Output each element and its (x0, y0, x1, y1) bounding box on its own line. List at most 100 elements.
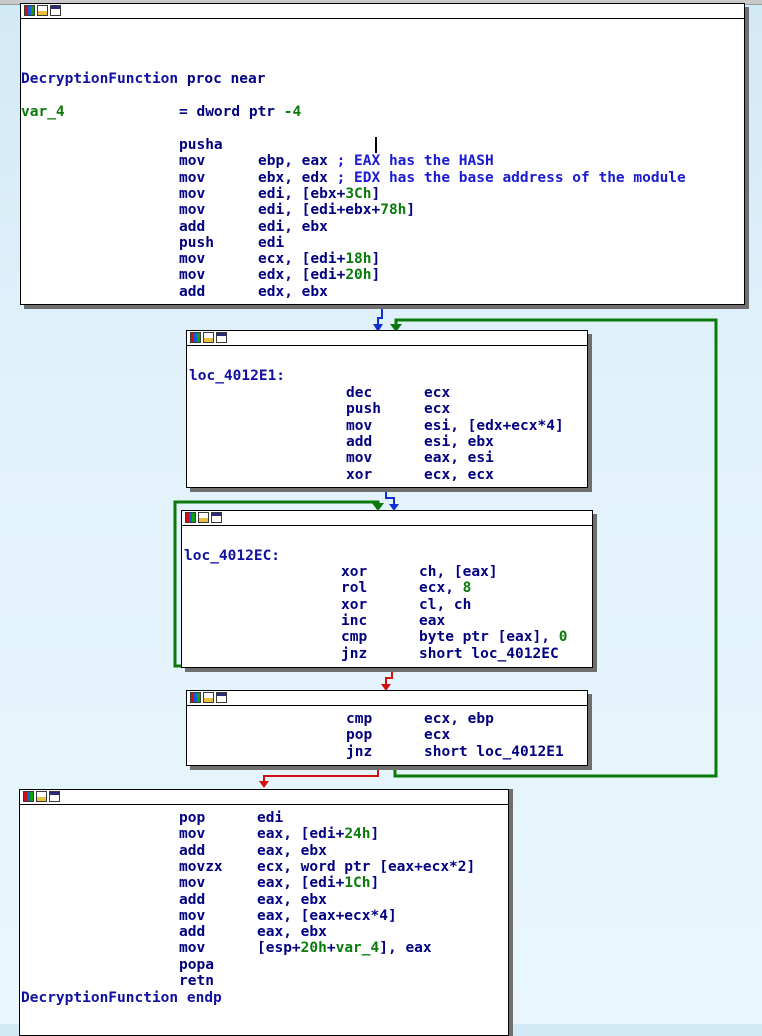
edit-color-icon[interactable] (37, 5, 48, 16)
operand-text: ecx, (419, 580, 463, 597)
text-view-icon[interactable] (216, 332, 227, 343)
operand-tail: ] (406, 202, 416, 219)
text-view-icon[interactable] (50, 5, 61, 16)
operand-text: ebx, edx (258, 169, 328, 186)
instruction-mnemonic: mov (179, 169, 206, 186)
operand-text: esi, [edx+ecx*4] (424, 417, 564, 434)
header-icons (190, 332, 227, 343)
operand-text: byte ptr [eax], (419, 629, 559, 646)
var-name[interactable]: var_4 (21, 104, 65, 120)
instruction-operands: short loc_4012EC (419, 646, 559, 662)
edge-b3-b4-arrow (381, 684, 391, 691)
block-header (182, 511, 592, 526)
instruction-mnemonic: mov (179, 202, 206, 219)
instruction-operands: edi (257, 810, 283, 826)
block-header (20, 790, 508, 805)
instruction-operands: edx, [edi+20h] (258, 267, 380, 283)
operand-hex: 18h (345, 251, 372, 268)
edit-color-icon[interactable] (203, 332, 214, 343)
block-label[interactable]: loc_4012E1: (189, 368, 286, 384)
var-offset: -4 (283, 104, 302, 120)
instruction-mnemonic: mov (346, 417, 373, 434)
instruction-operands: ecx, ecx (424, 467, 494, 483)
var-declaration: var_4 (21, 104, 65, 120)
graph-overview-icon[interactable] (190, 332, 201, 343)
operand-text: short loc_4012EC (419, 645, 559, 662)
instruction-mnemonic: pop (179, 810, 206, 826)
graph-overview-icon[interactable] (23, 791, 34, 802)
block-label[interactable]: loc_4012EC: (184, 548, 281, 564)
graph-overview-icon[interactable] (185, 512, 196, 523)
instruction-mnemonic: mov (346, 450, 373, 467)
edit-color-icon[interactable] (36, 791, 47, 802)
instruction-mnemonic: add (179, 283, 206, 300)
operand-text: ecx, [edi+ (258, 251, 346, 268)
operand-text: eax, esi (424, 450, 494, 467)
proc-name[interactable]: DecryptionFunction (21, 71, 179, 87)
instruction-operands: edi, [edi+ebx+78h] (258, 202, 415, 218)
instruction-mnemonic: movzx (179, 858, 223, 875)
edge-b4-b2-arrow (390, 324, 402, 332)
operand-hex: 0 (558, 629, 568, 646)
operand-text: eax, [edi+ (257, 826, 345, 843)
operand-hex: 3Ch (345, 185, 372, 202)
operand-text: edx, [edi+ (258, 267, 346, 284)
operand-tail: + (326, 940, 336, 957)
operand-hex: 1Ch (344, 875, 371, 892)
instruction-operands: edi, [ebx+3Ch] (258, 186, 380, 202)
instruction-mnemonic: push (346, 401, 381, 418)
operand-text: ecx, ebp (424, 711, 494, 727)
edge-b4-b5-arrow (259, 781, 269, 788)
graph-overview-icon[interactable] (24, 5, 35, 16)
instruction-comment: ; EAX has the HASH (336, 153, 494, 170)
instruction-operands: eax, [edi+1Ch] (257, 875, 379, 891)
instruction-operands: ch, [eax] (419, 564, 498, 580)
operand-text: [esp+ (257, 940, 301, 957)
block-decryption-entry[interactable]: DecryptionFunction proc near var_4 = dwo… (20, 3, 745, 305)
instruction-mnemonic: pusha (179, 137, 223, 153)
operand-text: edi, ebx (258, 218, 328, 235)
instruction-mnemonic: mov (179, 185, 206, 202)
header-icons (24, 5, 61, 16)
header-icons (23, 791, 60, 802)
operand-text: esi, ebx (424, 433, 494, 450)
operand-text: cl, ch (419, 596, 472, 613)
operand-text: eax, [eax+ecx*4] (257, 907, 397, 924)
text-view-icon[interactable] (211, 512, 222, 523)
instruction-mnemonic: mov (179, 875, 206, 892)
instruction-operands: [esp+20h+var_4], eax (257, 940, 432, 956)
edge-b3-b4 (385, 668, 393, 686)
operand-tail: ] (370, 826, 380, 843)
operand-text: eax, ebx (257, 842, 327, 859)
instruction-mnemonic: cmp (341, 629, 368, 646)
instruction-mnemonic: add (179, 924, 206, 941)
operand-text: ecx (424, 727, 451, 744)
edit-color-icon[interactable] (203, 692, 214, 703)
operand-hex: 20h (300, 940, 327, 957)
text-view-icon[interactable] (49, 791, 60, 802)
operand-text: ecx (424, 401, 451, 418)
instruction-operands: cl, ch (419, 597, 471, 613)
edge-b3-loop-arrow (372, 503, 384, 511)
instruction-mnemonic: add (179, 842, 206, 859)
operand-text: eax, ebx (257, 891, 327, 908)
operand-text: edi (258, 234, 285, 251)
edge-b2-b3-arrow (389, 504, 399, 511)
instruction-operands: esi, [edx+ecx*4] (424, 418, 564, 434)
edit-color-icon[interactable] (198, 512, 209, 523)
text-view-icon[interactable] (216, 692, 227, 703)
edge-b4-b5 (263, 766, 379, 783)
operand-text: ecx (424, 385, 451, 401)
instruction-mnemonic: add (179, 891, 206, 908)
block-header (187, 691, 587, 706)
graph-overview-icon[interactable] (190, 692, 201, 703)
var-definition: = dword ptr -4 (179, 104, 301, 120)
operand-hex: 20h (345, 267, 372, 284)
operand-tail: ] (371, 267, 381, 284)
operand-tail: ] (371, 185, 381, 202)
instruction-operands: byte ptr [eax], 0 (419, 629, 567, 645)
